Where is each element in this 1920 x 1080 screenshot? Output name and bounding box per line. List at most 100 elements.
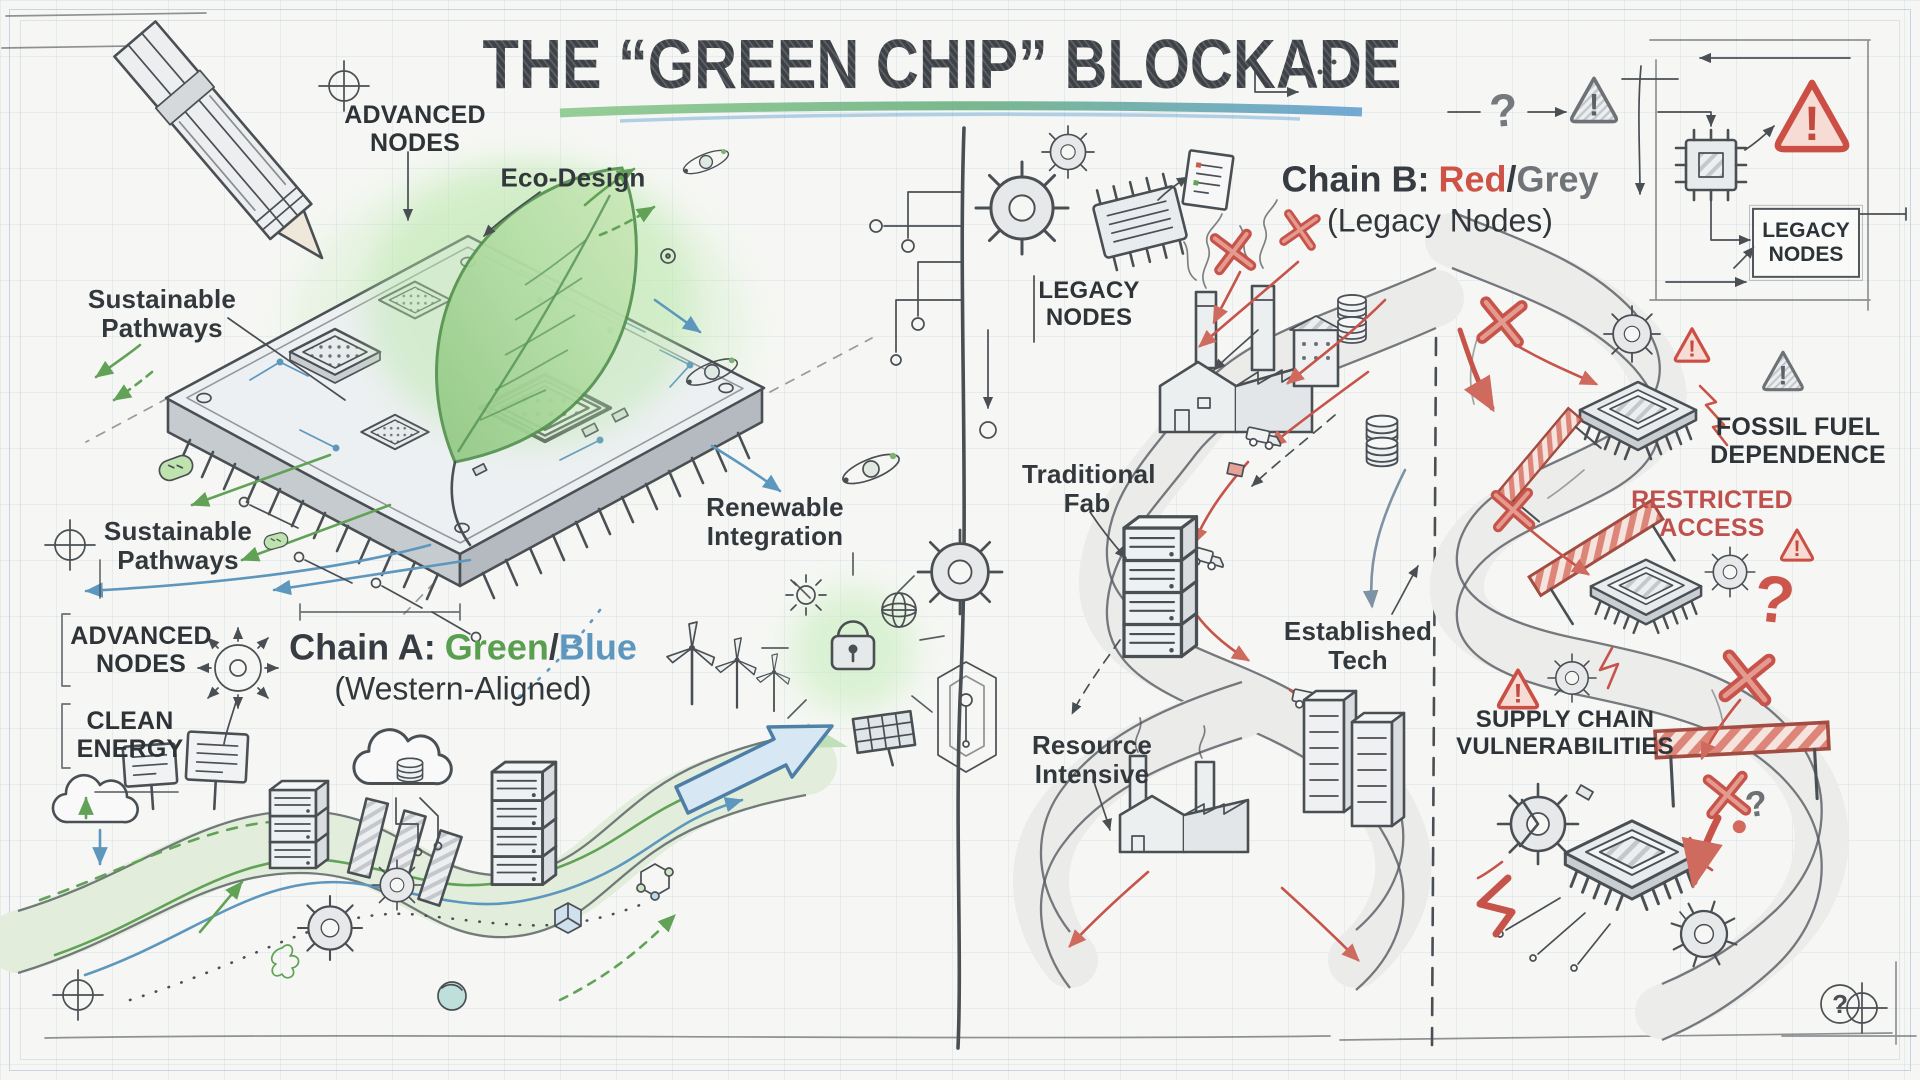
circle-dot — [660, 248, 676, 264]
gear-green-icon — [371, 859, 423, 911]
restricted-red-arrows — [1457, 327, 1742, 889]
globe-icon — [881, 592, 917, 628]
gear-icon — [916, 528, 1004, 616]
chain-b-heading: Chain B:Red/Grey (Legacy Nodes) — [1281, 159, 1598, 240]
label-fossil-fuel-dependence: FOSSIL FUEL DEPENDENCE — [1710, 413, 1886, 469]
label-sustainable-pathways-lower: Sustainable Pathways — [103, 515, 253, 575]
label-eco-design: Eco-Design — [500, 162, 646, 193]
svg-text:?: ? — [1750, 560, 1798, 638]
gear-grey-icon — [296, 894, 364, 962]
broken-gear-icon — [1476, 782, 1594, 880]
traditional-fab-servers — [1122, 515, 1199, 659]
chain-a-heading-line1: Chain A:Green/Blue — [289, 626, 637, 668]
question-flow-doodle: ? — [1447, 83, 1567, 137]
label-advanced-nodes-side: ADVANCED NODES — [70, 622, 212, 678]
cross-mark-icon — [1708, 776, 1745, 813]
svg-text:?: ? — [1487, 83, 1520, 137]
chain-b-right-artwork: ? ? ? ? — [1447, 52, 1907, 1042]
crosshair-mark — [44, 519, 96, 571]
sphere-icon — [437, 981, 467, 1011]
title-underline — [559, 101, 1363, 123]
coin-stack-icon — [1365, 414, 1399, 468]
wind-turbine-icons — [665, 620, 792, 713]
pencil-icon — [113, 20, 324, 260]
question-mark-red: ? — [1750, 560, 1798, 638]
dimension-marks — [61, 559, 461, 793]
question-mark-circled: ? — [1820, 984, 1860, 1024]
section-divider-dashed — [1430, 336, 1438, 1048]
green-bean-icons — [158, 454, 289, 550]
chip-icon — [1589, 558, 1703, 635]
svg-text:?: ? — [1743, 782, 1770, 826]
label-advanced-nodes-top: ADVANCED NODES — [344, 101, 486, 157]
server-stack-left — [268, 779, 330, 870]
moss-scribble — [270, 944, 300, 979]
chip-schematic-icon — [1674, 128, 1748, 202]
padlock-icon — [830, 620, 876, 671]
crosshair-mark — [52, 969, 104, 1021]
gear-icon — [1704, 546, 1756, 598]
label-restricted-access: RESTRICTED ACCESS — [1631, 486, 1793, 542]
atom-icon — [838, 447, 904, 491]
sun-icon — [785, 574, 827, 616]
label-resource-intensive: Resource Intensive — [1031, 729, 1153, 789]
document-icon — [1181, 149, 1235, 211]
upload-cloud-icon — [51, 773, 139, 866]
bent-arrow-doodle — [1254, 57, 1337, 98]
circuit-shield — [937, 661, 997, 773]
traditional-fab-pointer — [1089, 511, 1127, 559]
cloud-database-icon — [352, 728, 453, 857]
label-clean-energy: CLEAN ENERGY — [76, 707, 184, 763]
chain-b-grey-arrows — [1071, 329, 1407, 715]
label-supply-chain-vulnerabilities: SUPPLY CHAIN VULNERABILITIES — [1456, 706, 1674, 760]
established-tech-pointer — [1391, 565, 1419, 615]
cargo-box — [1226, 461, 1245, 478]
label-traditional-fab: Traditional Fab — [1022, 458, 1156, 518]
label-established-tech: Established Tech — [1283, 615, 1433, 675]
chain-b-mid-artwork — [974, 57, 1436, 992]
legacy-nodes-box: LEGACY NODES — [1749, 204, 1863, 282]
solar-panel-icon — [851, 709, 917, 767]
section-divider-solid — [869, 126, 1004, 1050]
pathway-arrows — [84, 453, 602, 702]
gear-icon — [974, 160, 1070, 256]
factory-lower — [1118, 717, 1250, 854]
page-title: THE “GREEN CHIP” BLOCKADE — [482, 25, 1402, 103]
molecule-icon — [636, 863, 674, 901]
red-arrow — [1212, 270, 1242, 325]
cube-icon — [554, 902, 582, 934]
crumpled-arrow — [1476, 874, 1516, 938]
leaf-illustration — [435, 166, 638, 547]
established-tech-towers — [1302, 689, 1406, 828]
atom-icon — [680, 144, 732, 180]
gear-icon — [1603, 305, 1661, 363]
legacy-chip-icon — [1092, 172, 1188, 272]
svg-text:?: ? — [1832, 989, 1848, 1019]
gear-icon — [1041, 125, 1095, 179]
process-wheel-doodle — [197, 627, 279, 745]
chain-a-heading: Chain A:Green/Blue (Western-Aligned) — [289, 627, 637, 708]
server-stack-right — [490, 760, 558, 887]
resource-intensive-pointer — [1093, 781, 1112, 831]
chain-a-artwork — [18, 144, 945, 1011]
chain-a-flow-arrows — [38, 786, 744, 1002]
label-renewable-integration: Renewable Integration — [706, 491, 844, 551]
sign-boards — [121, 730, 250, 811]
eco-arrows — [94, 167, 702, 402]
security-lock — [761, 552, 945, 767]
legacy-schematic — [1621, 52, 1907, 288]
crack-line — [1598, 646, 1620, 690]
chain-b-heading-line1: Chain B:Red/Grey — [1281, 158, 1599, 200]
chain-b-heading-line2: (Legacy Nodes) — [1327, 202, 1553, 239]
renewable-arrow — [710, 444, 782, 493]
gear-icon — [1547, 653, 1597, 703]
label-sustainable-pathways-upper: Sustainable Pathways — [87, 283, 237, 343]
cross-mark-icon — [1215, 234, 1251, 270]
chain-a-heading-line2: (Western-Aligned) — [334, 670, 592, 707]
pointer-line — [227, 317, 346, 401]
cross-mark-icon — [1482, 302, 1522, 342]
growth-arrow — [674, 723, 848, 815]
label-legacy-nodes-mid: LEGACY NODES — [1038, 277, 1140, 331]
